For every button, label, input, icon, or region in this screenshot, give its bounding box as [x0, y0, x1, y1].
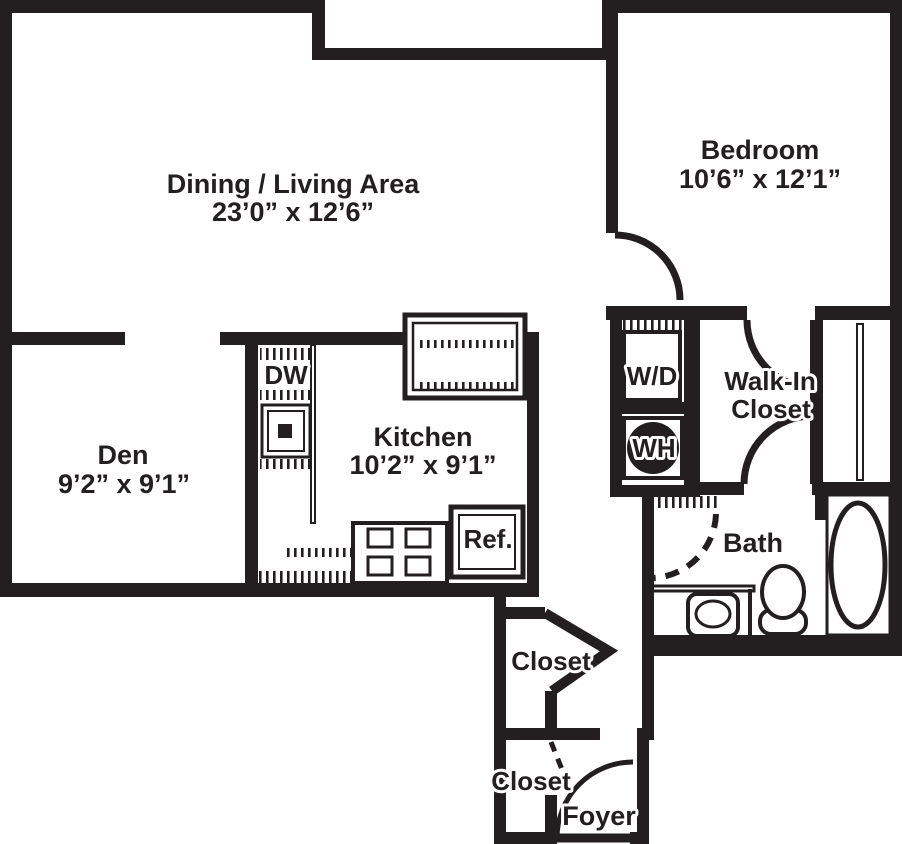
labels: Dining / Living Area 23’0” x 12’6” Bedro… — [55, 132, 844, 834]
wall-segment — [815, 495, 827, 520]
cabinet-hatch — [416, 340, 515, 348]
dishwasher-hatch — [260, 348, 312, 360]
closet-bath-door-arc — [740, 412, 813, 485]
wall-segment — [494, 832, 556, 844]
counter-hatch — [285, 548, 353, 557]
hall-closet-label: Closet — [511, 646, 591, 676]
burner — [404, 555, 432, 577]
wall-segment — [527, 332, 539, 583]
wall-segment — [642, 635, 902, 648]
dishwasher-label: DW — [264, 360, 308, 390]
bedroom-door-arc — [614, 231, 684, 301]
range-stove — [285, 521, 449, 585]
wall-segment — [606, 13, 618, 233]
wall-segment — [610, 485, 700, 497]
wall-segment — [245, 345, 258, 583]
wall-segment — [0, 0, 325, 13]
wall-segment — [684, 306, 700, 497]
refrigerator-label: Ref. — [463, 524, 512, 554]
den-label: Den — [97, 440, 148, 470]
burner — [366, 555, 394, 577]
wall-segment — [494, 728, 600, 740]
wall-segment — [0, 583, 539, 597]
wall-segment — [637, 728, 649, 844]
burner — [404, 527, 432, 549]
kitchen-dims: 10’2” x 9’1” — [349, 450, 496, 480]
refrigerator-box — [448, 504, 526, 580]
wall-segment — [506, 607, 545, 619]
foyer-label: Foyer — [562, 801, 636, 831]
bedroom-label: Bedroom — [701, 135, 820, 165]
washer-dryer-box — [617, 320, 684, 402]
entry-closet-door-leaf — [548, 741, 574, 793]
kitchen-peninsula-counter — [402, 312, 528, 401]
bedroom-dims: 10’6” x 12’1” — [679, 164, 841, 194]
water-heater-tank — [622, 416, 684, 480]
washer-dryer-label: W/D — [627, 361, 678, 391]
angled-closet-wall — [542, 608, 619, 696]
fixtures — [258, 312, 892, 638]
wall-segment — [494, 583, 506, 844]
wall-segment — [812, 482, 902, 495]
walk-in-closet-door-arc — [743, 319, 816, 392]
toilet — [758, 564, 808, 636]
bath-label: Bath — [723, 528, 783, 558]
entry-door-arc — [554, 759, 634, 839]
wall-segment — [810, 320, 823, 484]
cabinet-hatch — [416, 382, 515, 390]
wall-segment — [545, 795, 557, 844]
wall-segment — [602, 0, 902, 13]
wall-segment — [606, 306, 747, 320]
kitchen-counter — [258, 344, 354, 583]
wall-segment — [694, 482, 744, 495]
bathroom-sink — [650, 584, 756, 638]
entry-closet-label: Closet — [491, 766, 571, 796]
dining-living-dims: 23’0” x 12’6” — [212, 197, 374, 227]
wall-segment — [0, 0, 12, 597]
wall-segment — [312, 48, 614, 60]
kitchen-sink — [260, 403, 312, 459]
doors — [548, 231, 816, 843]
wall-segment — [610, 402, 700, 414]
walk-in-closet-label-line1: Walk-In — [724, 366, 815, 396]
den-dims: 9’2” x 9’1” — [58, 469, 190, 499]
kitchen-label: Kitchen — [373, 422, 472, 452]
wall-segment — [642, 495, 654, 740]
cabinet-hatch — [260, 459, 312, 469]
louver-hatch — [617, 320, 684, 332]
bath-shelf-hatch — [654, 496, 720, 508]
bathtub — [825, 493, 892, 637]
wall-segment — [815, 306, 890, 320]
bath-door-swing-arc — [651, 513, 719, 581]
closet-rod — [856, 323, 864, 481]
wall-segment — [890, 0, 902, 656]
wall-segment — [610, 306, 622, 497]
burner — [366, 527, 394, 549]
walk-in-closet-label-line2: Closet — [731, 394, 811, 424]
wall-segment — [545, 691, 557, 740]
dining-living-label: Dining / Living Area — [167, 169, 421, 199]
water-heater-label: WH — [632, 433, 675, 463]
wall-segment — [0, 332, 125, 345]
dishwasher-hatch — [260, 390, 312, 400]
cabinet-hatch — [258, 571, 354, 583]
wall-segment — [220, 332, 405, 345]
